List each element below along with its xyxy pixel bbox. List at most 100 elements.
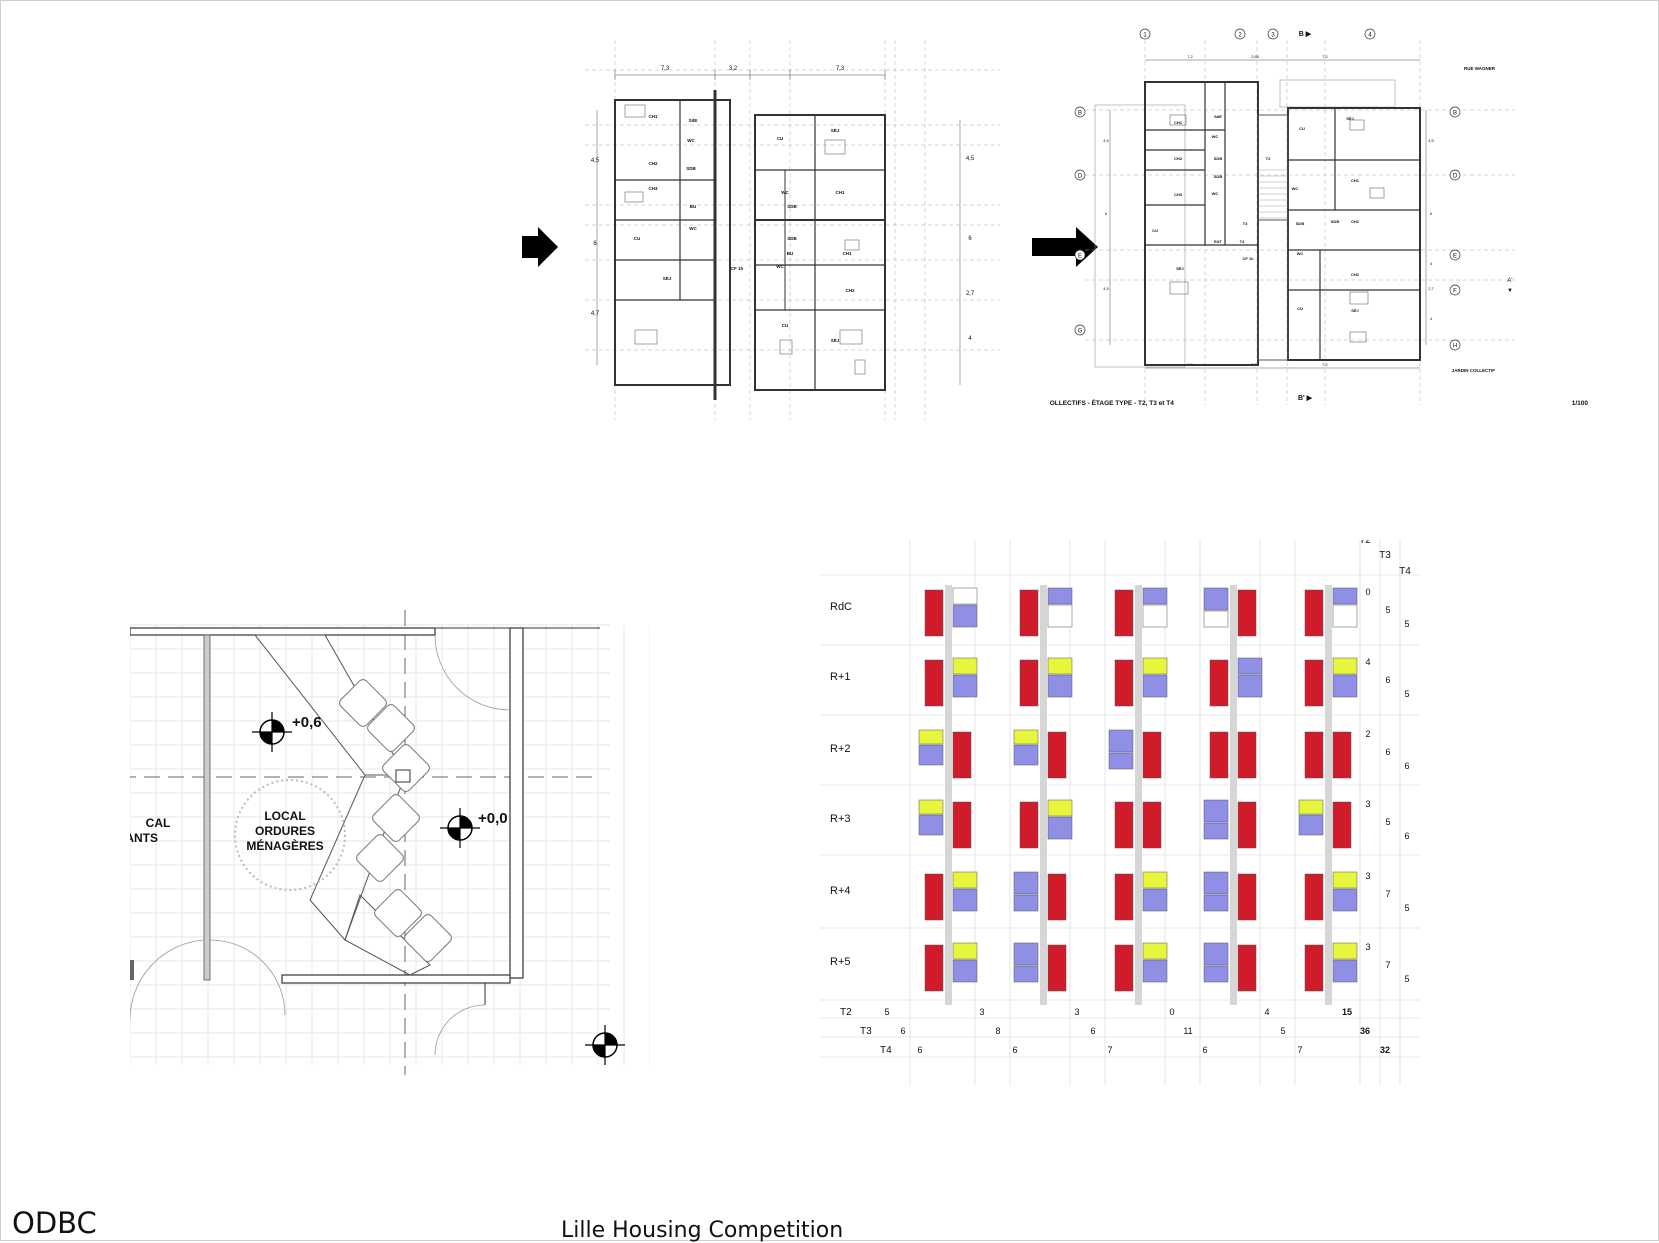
dimension-label: 4,5 [591,158,600,164]
section-mark: B' ▶ [1298,395,1313,402]
drawing-scale: 1/100 [1572,400,1589,407]
unit-t3 [952,888,978,912]
axis-label: B [1078,111,1082,117]
room-label: WC [1212,191,1219,196]
count-t3: 6 [1385,747,1390,757]
unit-empty [1332,604,1358,628]
total-value: 0 [1169,1007,1174,1017]
garden-label: JARDIN COLLECTIF [1452,368,1496,373]
unit-t3 [1237,657,1263,675]
unit-t3 [1332,959,1358,983]
count-t2: 2 [1365,729,1370,739]
room-label: WC [781,190,789,195]
furniture [1349,331,1367,343]
unit-t3 [1332,674,1358,698]
unit-t3 [1203,799,1229,823]
wall [281,974,511,984]
room-label: SDB [787,204,797,209]
count-t4: 5 [1404,619,1409,629]
room-label: CH2 [1351,272,1360,277]
unit-t2 [1332,657,1358,675]
unit-t4 [1019,589,1039,637]
section-mark: B ▶ [1299,31,1312,38]
axis-label: E [1453,254,1457,260]
waste-bin [382,744,430,792]
room-label: SDB [787,236,797,241]
dimension-label: 2,7 [966,291,975,297]
type-header: T2 [1359,540,1371,546]
unit-t4 [1237,731,1257,779]
stair-core [1257,114,1289,361]
level-marker-icon [460,816,472,828]
axis-label: 2 [1238,33,1242,39]
grand-total: 36 [1360,1026,1370,1036]
furniture [1169,281,1189,295]
level-marker-icon [605,1033,617,1045]
axis-label: E [1078,254,1082,260]
room-label: SdE [689,118,698,123]
unit-t3 [952,674,978,698]
room-name: MÉNAGÈRES [246,838,323,853]
unit-t4 [952,731,972,779]
room-label: CH3 [648,186,657,191]
room-label: SÉJ [1176,266,1184,271]
room-label: SDB [1214,156,1223,161]
unit-t2 [1332,942,1358,960]
unit-t3 [1203,965,1229,983]
room-label: SÉJ [1351,308,1359,313]
room-label: CU [634,236,641,241]
count-t4: 5 [1404,974,1409,984]
axis-label: D [1453,174,1458,180]
unit-t4 [1209,731,1229,779]
room-label: CH2 [648,161,657,166]
total-label: T2 [840,1007,852,1018]
wall-outline [1144,81,1259,366]
count-t2: 4 [1365,657,1370,667]
unit-t3 [1237,674,1263,698]
room-label: CH1 [835,190,844,195]
room-name-partial: MBRANTS [130,831,158,845]
dimension-label: 7,2 [1322,362,1328,367]
unit-t4 [1304,873,1324,921]
unit-t4 [1304,731,1324,779]
unit-t2 [1142,942,1168,960]
count-t2: 3 [1365,799,1370,809]
unit-t4 [1047,731,1067,779]
drawing-title: COLLECTIFS - ÉTAGE TYPE - T2, T3 et T4 [1050,398,1174,407]
axis-label: 1 [1143,33,1147,39]
axis-label: 4 [1368,33,1372,39]
furniture [839,329,863,345]
unit-t3 [1013,744,1039,766]
total-value: 5 [1280,1026,1285,1036]
partition [203,634,211,981]
furniture [624,191,644,203]
unit-t2 [952,657,978,675]
axis-label: D [1078,174,1083,180]
stair-core-column [1230,585,1237,1005]
axis-bubble [1449,249,1461,261]
furniture [844,239,860,251]
section-mark: A' [1507,278,1512,284]
unit-t2 [1142,657,1168,675]
room-label: SDB [686,166,696,171]
unit-t4 [924,589,944,637]
unit-t3 [1298,814,1324,836]
wall-outline [614,99,731,386]
axis-label: G [1078,329,1083,335]
dimension-label: 6 [968,236,972,242]
project-title: Lille Housing Competition [561,1218,844,1243]
room-label: SdE [1214,114,1222,119]
furniture [634,329,658,345]
unit-t3 [1108,752,1134,770]
unit-empty [1142,604,1168,628]
terrace-outline [1279,79,1396,108]
unit-t4 [924,944,944,992]
room-label: CH1 [1351,178,1360,183]
axis-label: B [1453,111,1457,117]
room-label: CU [777,136,784,141]
room-label: CF 1h [1242,256,1254,261]
unit-t3 [1142,959,1168,983]
axis-bubble [1449,106,1461,118]
count-t4: 5 [1404,689,1409,699]
